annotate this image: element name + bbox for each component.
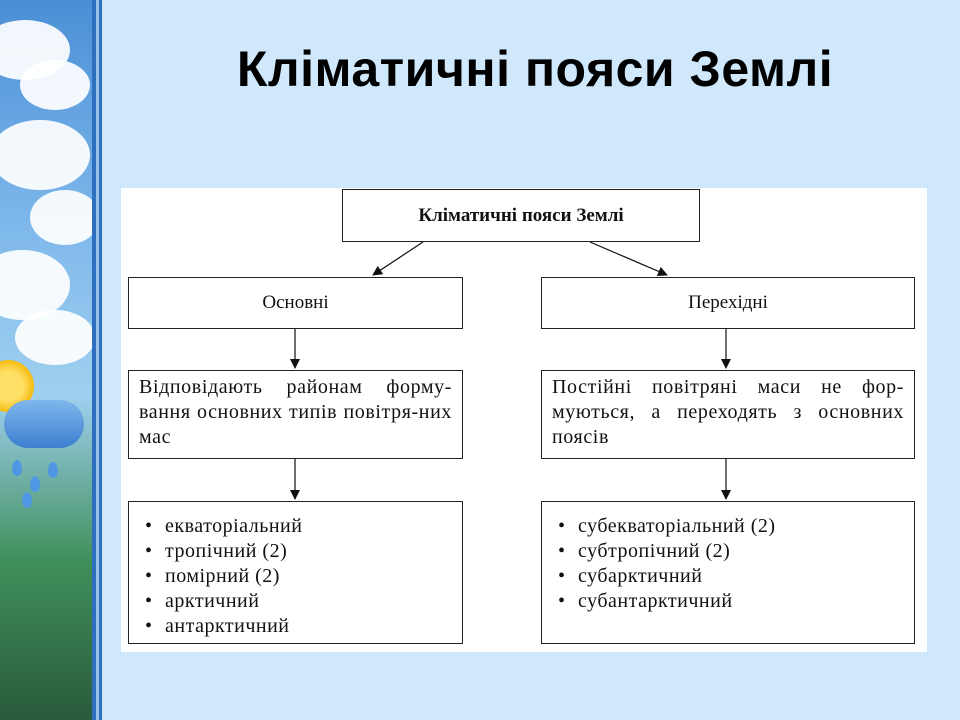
list-item: антарктичний	[145, 614, 446, 639]
list-item: помірний (2)	[145, 564, 446, 589]
left-list-node: екваторіальний тропічний (2) помірний (2…	[128, 501, 463, 644]
list-item: тропічний (2)	[145, 539, 446, 564]
list-item: арктичний	[145, 589, 446, 614]
decorative-side-strip	[0, 0, 92, 720]
decorative-stripe	[99, 0, 102, 720]
rain-cloud-icon	[4, 400, 84, 448]
right-description-node: Постійні повітряні маси не фор-муються, …	[541, 370, 915, 459]
decorative-stripe	[96, 0, 99, 720]
right-list-node: субекваторіальний (2) субтропічний (2) с…	[541, 501, 915, 644]
list-item: екваторіальний	[145, 514, 446, 539]
list-item: субантарктичний	[558, 589, 898, 614]
arrow-root-to-left	[372, 241, 424, 276]
list-item: субекваторіальний (2)	[558, 514, 898, 539]
list-item: субтропічний (2)	[558, 539, 898, 564]
slide-title: Кліматичні пояси Землі	[236, 41, 834, 97]
left-description-node: Відповідають районам форму-вання основни…	[128, 370, 463, 459]
left-heading-node: Основні	[128, 277, 463, 329]
arrow-root-to-right	[589, 241, 668, 277]
decorative-stripe	[92, 0, 96, 720]
connector-arrows	[290, 241, 731, 500]
root-node: Кліматичні пояси Землі	[342, 189, 700, 242]
diagram-panel: Кліматичні пояси Землі Основні Перехідні…	[121, 188, 927, 652]
list-item: субарктичний	[558, 564, 898, 589]
right-heading-node: Перехідні	[541, 277, 915, 329]
